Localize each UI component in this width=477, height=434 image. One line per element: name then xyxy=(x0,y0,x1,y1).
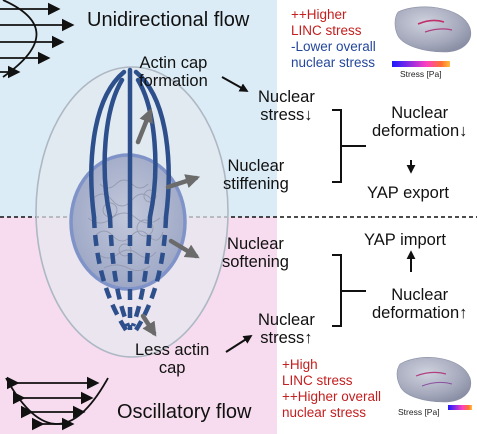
nuclear-stiffening-label: Nuclear stiffening xyxy=(223,157,289,193)
top-annotation-line-3: -Lower overall xyxy=(291,39,376,54)
nuclear-stress-down-label: Nuclear stress↓ xyxy=(258,88,315,124)
bottom-annotation-line-4: nuclear stress xyxy=(282,405,367,420)
colorbar-bottom xyxy=(448,405,472,410)
nuclear-softening-label: Nuclear softening xyxy=(222,235,289,271)
yap-import-label: YAP import xyxy=(364,231,446,249)
oscillatory-flow-icon xyxy=(5,376,109,431)
less-actin-cap-label: Less actin cap xyxy=(135,341,210,377)
bottom-annotation-line-3: ++Higher overall xyxy=(282,389,382,404)
bottom-annotation-line-2: LINC stress xyxy=(282,373,353,388)
nuclear-stress-up-label: Nuclear stress↑ xyxy=(258,311,315,347)
pointer-arrows xyxy=(221,76,416,353)
unidirectional-flow-title: Unidirectional flow xyxy=(87,9,250,31)
top-annotation-line-2: LINC stress xyxy=(291,23,362,38)
actin-cap-fibers-top xyxy=(89,67,171,220)
stress-map-bottom xyxy=(396,357,472,403)
colorbar-top xyxy=(392,61,450,67)
nuclear-deformation-down-label: Nuclear deformation↓ xyxy=(372,104,468,140)
yap-export-label: YAP export xyxy=(367,184,449,202)
stress-map-top xyxy=(394,6,472,53)
colorbar-top-label: Stress [Pa] xyxy=(400,69,442,79)
nuclear-deformation-up-label: Nuclear deformation↑ xyxy=(372,286,468,322)
gray-arrows xyxy=(135,107,201,337)
brackets xyxy=(332,109,366,327)
bottom-annotation-line-1: +High xyxy=(282,357,318,372)
top-annotation-line-4: nuclear stress xyxy=(291,55,376,70)
unidirectional-flow-icon xyxy=(0,0,75,79)
actin-cap-fibers-bottom xyxy=(91,216,169,332)
colorbar-bottom-label: Stress [Pa] xyxy=(398,407,440,417)
top-annotation-line-1: ++Higher xyxy=(291,7,347,22)
oscillatory-flow-title: Oscillatory flow xyxy=(117,401,252,423)
actin-cap-formation-label: Actin cap formation xyxy=(139,54,208,90)
